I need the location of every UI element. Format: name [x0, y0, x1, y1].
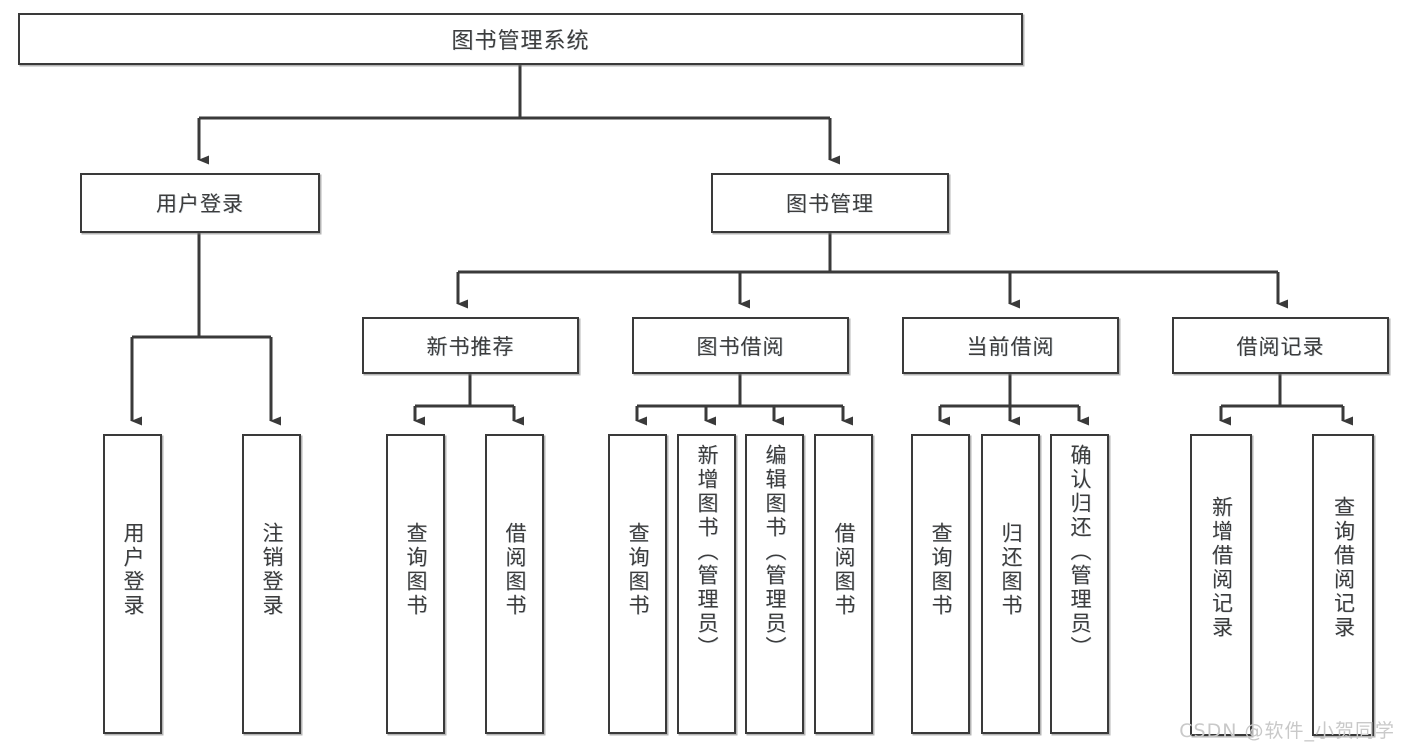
leaf-borrow-book[interactable]: 借阅图书 — [814, 434, 873, 734]
node-book-borrow-label: 图书借阅 — [696, 334, 785, 359]
leaf-confirm-return-admin-label: 确认归还（管理员） — [1067, 444, 1092, 660]
leaf-query-borrow-record[interactable]: 查询借阅记录 — [1312, 434, 1374, 736]
leaf-borrow-book-label: 借阅图书 — [831, 522, 856, 618]
node-book-management-label: 图书管理 — [786, 192, 874, 216]
node-current-borrow-label: 当前借阅 — [966, 334, 1055, 359]
node-borrow-record[interactable]: 借阅记录 — [1172, 317, 1389, 374]
leaf-query-book-borrow[interactable]: 查询图书 — [608, 434, 667, 734]
leaf-borrow-book-recommend[interactable]: 借阅图书 — [485, 434, 544, 734]
node-new-book-recommend[interactable]: 新书推荐 — [362, 317, 579, 374]
node-user-login[interactable]: 用户登录 — [80, 173, 320, 233]
leaf-logout[interactable]: 注销登录 — [242, 434, 301, 734]
leaf-add-borrow-record[interactable]: 新增借阅记录 — [1190, 434, 1252, 736]
leaf-confirm-return-admin[interactable]: 确认归还（管理员） — [1050, 434, 1109, 734]
leaf-user-login[interactable]: 用户登录 — [103, 434, 162, 734]
leaf-add-book-admin-label: 新增图书（管理员） — [694, 444, 719, 660]
node-root[interactable]: 图书管理系统 — [18, 13, 1023, 65]
leaf-add-borrow-record-label: 新增借阅记录 — [1209, 496, 1234, 640]
node-root-label: 图书管理系统 — [451, 29, 590, 54]
leaf-return-book[interactable]: 归还图书 — [981, 434, 1040, 734]
leaf-add-book-admin[interactable]: 新增图书（管理员） — [677, 434, 736, 734]
node-book-borrow[interactable]: 图书借阅 — [632, 317, 849, 374]
leaf-query-book-current-label: 查询图书 — [928, 522, 953, 618]
leaf-query-book-borrow-label: 查询图书 — [625, 522, 650, 618]
node-borrow-record-label: 借阅记录 — [1236, 334, 1325, 359]
leaf-return-book-label: 归还图书 — [998, 522, 1023, 618]
watermark-text: CSDN @软件_小贺同学 — [1179, 720, 1395, 742]
node-book-management[interactable]: 图书管理 — [711, 173, 949, 233]
leaf-query-borrow-record-label: 查询借阅记录 — [1331, 496, 1356, 640]
leaf-query-book-recommend-label: 查询图书 — [403, 522, 428, 618]
leaf-edit-book-admin[interactable]: 编辑图书（管理员） — [745, 434, 804, 734]
leaf-borrow-book-recommend-label: 借阅图书 — [502, 522, 527, 618]
leaf-user-login-label: 用户登录 — [120, 522, 145, 618]
node-current-borrow[interactable]: 当前借阅 — [902, 317, 1119, 374]
leaf-query-book-current[interactable]: 查询图书 — [911, 434, 970, 734]
node-new-book-recommend-label: 新书推荐 — [426, 334, 515, 359]
leaf-query-book-recommend[interactable]: 查询图书 — [386, 434, 445, 734]
leaf-logout-label: 注销登录 — [259, 522, 284, 618]
node-user-login-label: 用户登录 — [156, 192, 244, 216]
leaf-edit-book-admin-label: 编辑图书（管理员） — [762, 444, 787, 660]
